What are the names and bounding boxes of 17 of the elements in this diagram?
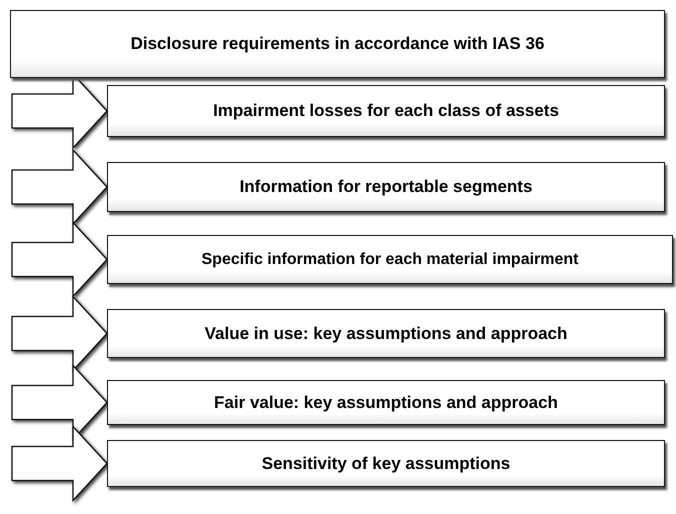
item-box [107,440,665,487]
item-box [107,380,665,425]
block-arrow [11,424,108,502]
item-box [107,309,665,358]
item-text: Fair value: key assumptions and approach [214,392,558,412]
item-box [107,162,665,212]
item-text: Sensitivity of key assumptions [262,454,510,474]
item-text: Information for reportable segments [240,177,532,197]
item-box [107,235,673,284]
block-arrow [11,220,108,298]
item-text: Impairment losses for each class of assets [213,101,559,121]
heading-text: Disclosure requirements in accordance with IAS 36 [130,34,544,54]
block-arrow [11,148,108,226]
item-text: Specific information for each material impairment [202,250,578,268]
heading-box [10,10,665,78]
item-text: Value in use: key assumptions and approach [204,324,568,344]
item-box [107,85,665,137]
